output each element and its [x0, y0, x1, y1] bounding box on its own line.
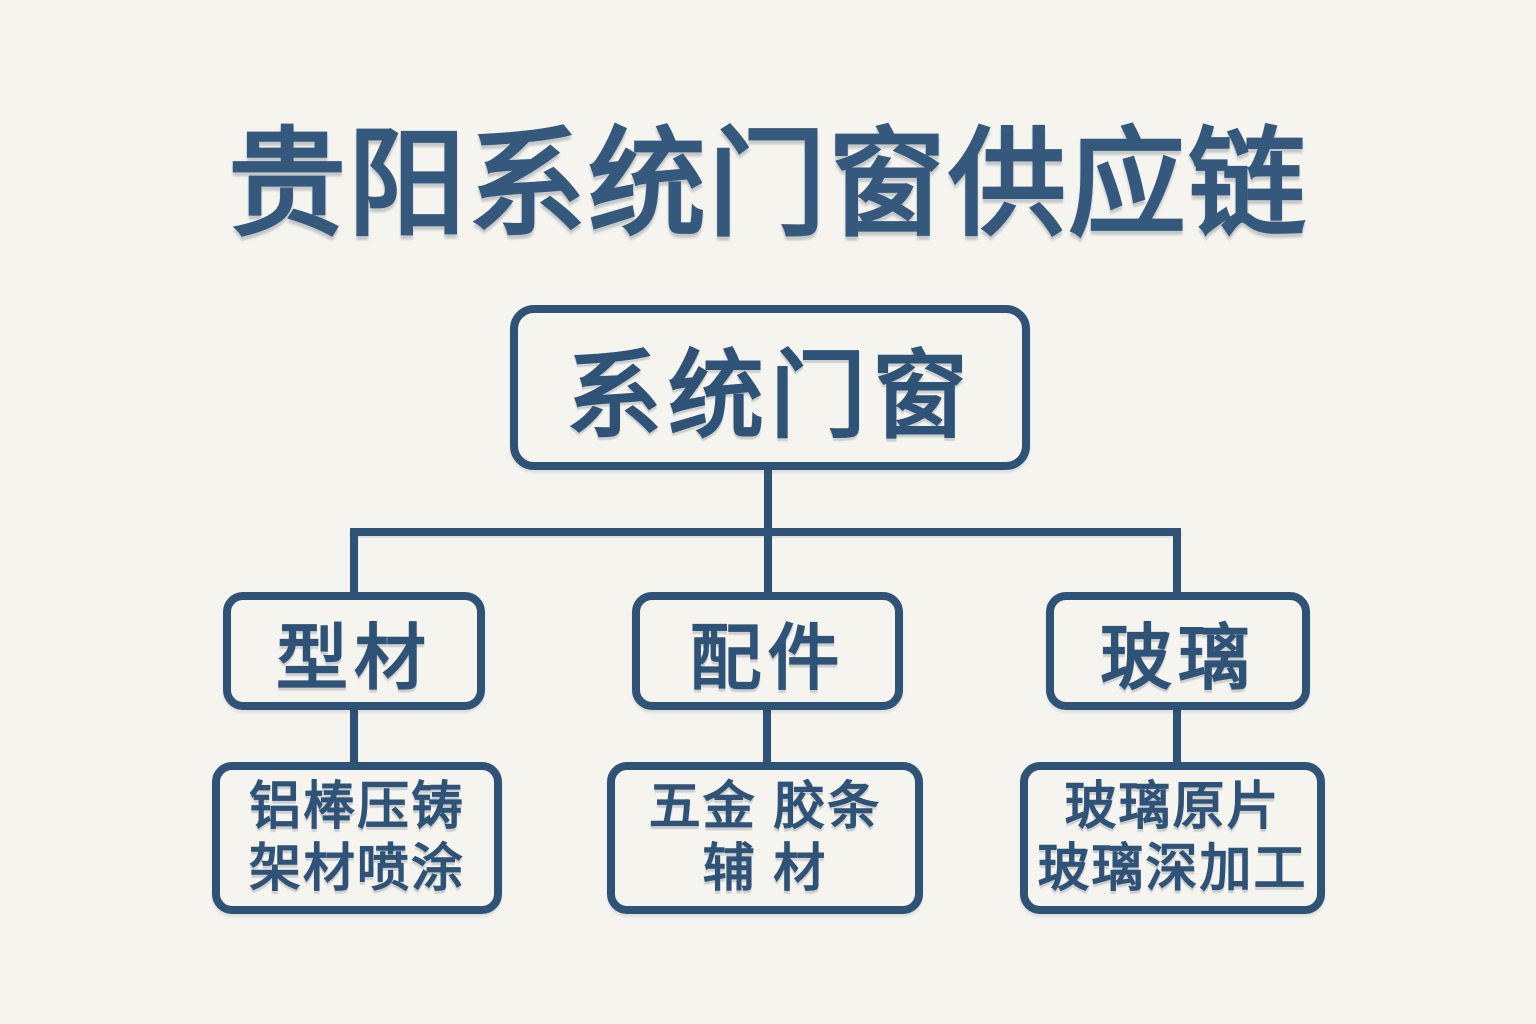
connector-drop-accessories	[764, 528, 772, 598]
connector-profiles-detail	[350, 706, 358, 766]
branch-node-accessories: 配件	[632, 592, 903, 710]
detail-node-profiles-label: 铝棒压铸 架材喷涂	[249, 776, 465, 901]
branch-node-accessories-label: 配件	[689, 618, 846, 699]
branch-node-profiles: 型材	[223, 592, 485, 710]
branch-node-glass: 玻璃	[1046, 592, 1310, 710]
detail-line: 架材喷涂	[248, 840, 465, 898]
branch-node-glass-label: 玻璃	[1099, 618, 1256, 699]
connector-drop-glass	[1173, 528, 1181, 598]
root-node: 系统门窗	[510, 305, 1030, 470]
page-title: 贵阳系统门窗供应链	[227, 119, 1308, 251]
root-node-label: 系统门窗	[566, 343, 974, 450]
connector-root-stem	[764, 468, 772, 536]
detail-node-accessories-label: 五金 胶条 辅 材	[649, 776, 881, 901]
detail-line: 玻璃深加工	[1037, 840, 1308, 898]
detail-line: 铝棒压铸	[248, 777, 465, 836]
connector-accessories-detail	[763, 706, 771, 766]
detail-line: 五金 胶条	[648, 777, 882, 836]
detail-node-profiles: 铝棒压铸 架材喷涂	[212, 762, 502, 914]
detail-line: 辅 材	[702, 840, 828, 898]
detail-node-accessories: 五金 胶条 辅 材	[607, 762, 923, 914]
detail-line: 玻璃原片	[1064, 777, 1281, 836]
branch-node-profiles-label: 型材	[275, 618, 432, 699]
detail-node-glass-label: 玻璃原片 玻璃深加工	[1037, 776, 1307, 901]
connector-drop-profiles	[350, 528, 358, 598]
connector-glass-detail	[1173, 706, 1181, 766]
detail-node-glass: 玻璃原片 玻璃深加工	[1020, 762, 1325, 914]
